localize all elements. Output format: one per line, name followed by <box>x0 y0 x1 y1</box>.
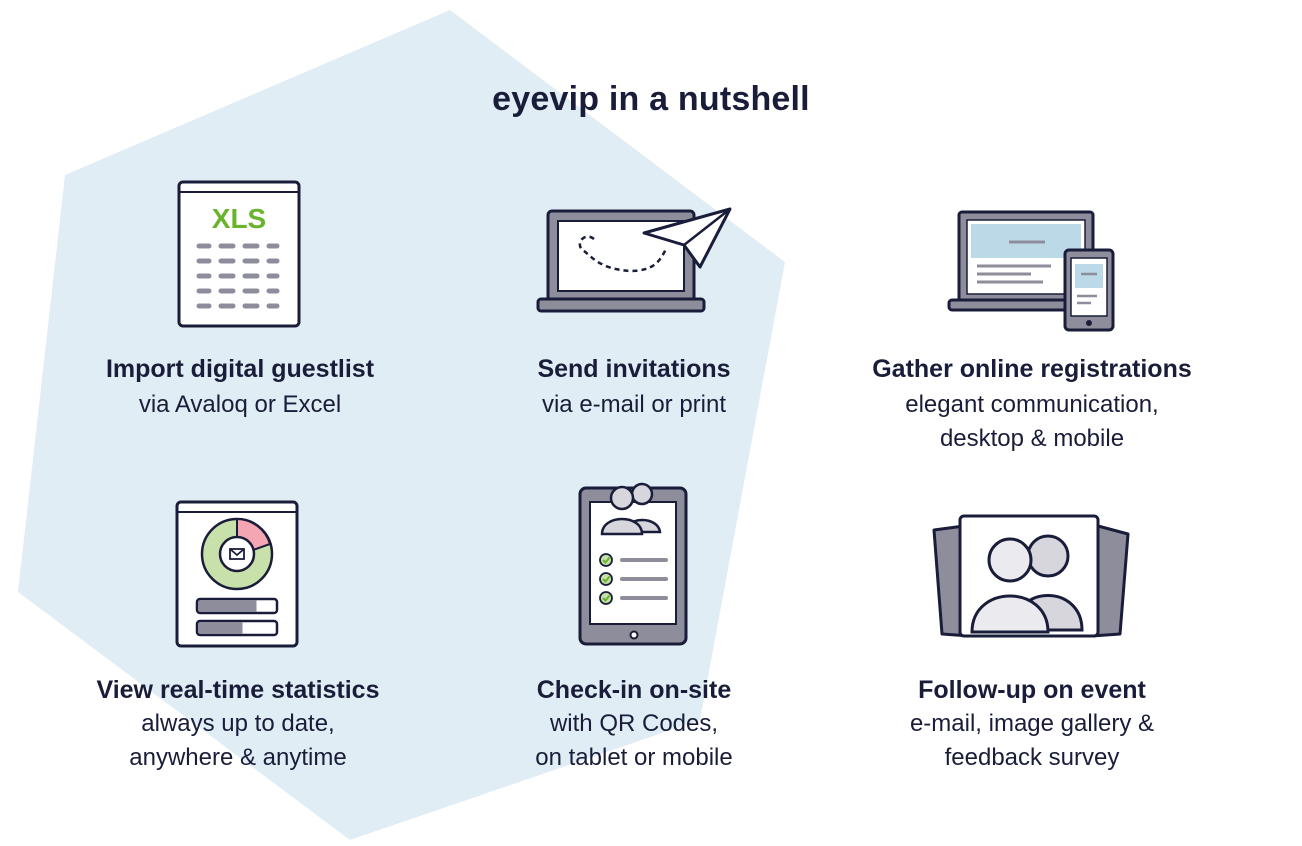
feature-description-line: e-mail, image gallery & <box>909 710 1155 737</box>
feature-description: with QR Codes, on tablet or mobile <box>424 707 844 775</box>
xls-label: XLS <box>212 203 266 234</box>
feature-description-line: feedback survey <box>944 744 1120 771</box>
feature-description: e-mail, image gallery & feedback survey <box>822 707 1242 775</box>
feature-description: via Avaloq or Excel <box>30 388 450 422</box>
laptop-paper-plane-icon <box>424 205 844 375</box>
feature-title: Follow-up on event <box>918 676 1146 704</box>
feature-description: elegant communication, desktop & mobile <box>822 388 1242 456</box>
feature-description-line: on tablet or mobile <box>535 744 733 771</box>
feature-description-line: desktop & mobile <box>939 425 1125 452</box>
feature-title: Check-in on-site <box>536 676 732 704</box>
laptop-and-phone-icon <box>822 208 1242 378</box>
statistics-donut-chart-icon <box>28 498 448 668</box>
feature-title: Send invitations <box>537 355 731 383</box>
feature-description: always up to date, anywhere & anytime <box>28 707 448 775</box>
xls-spreadsheet-icon: XLS <box>30 178 450 348</box>
feature-description-line: always up to date, <box>141 710 335 737</box>
page-title: eyevip in a nutshell <box>492 80 810 118</box>
feature-title: Import digital guestlist <box>105 355 375 383</box>
feature-description-line: anywhere & anytime <box>129 744 347 771</box>
feature-description-line: elegant communication, <box>905 391 1159 418</box>
feature-description-line: with QR Codes, <box>549 710 719 737</box>
tablet-checklist-icon <box>424 480 844 650</box>
feature-title: View real-time statistics <box>96 676 380 704</box>
feature-description-line: via Avaloq or Excel <box>138 391 342 418</box>
feature-title: Gather online registrations <box>872 355 1192 383</box>
photo-gallery-people-icon <box>822 512 1242 682</box>
feature-description: via e-mail or print <box>424 388 844 422</box>
feature-description-line: via e-mail or print <box>541 391 727 418</box>
